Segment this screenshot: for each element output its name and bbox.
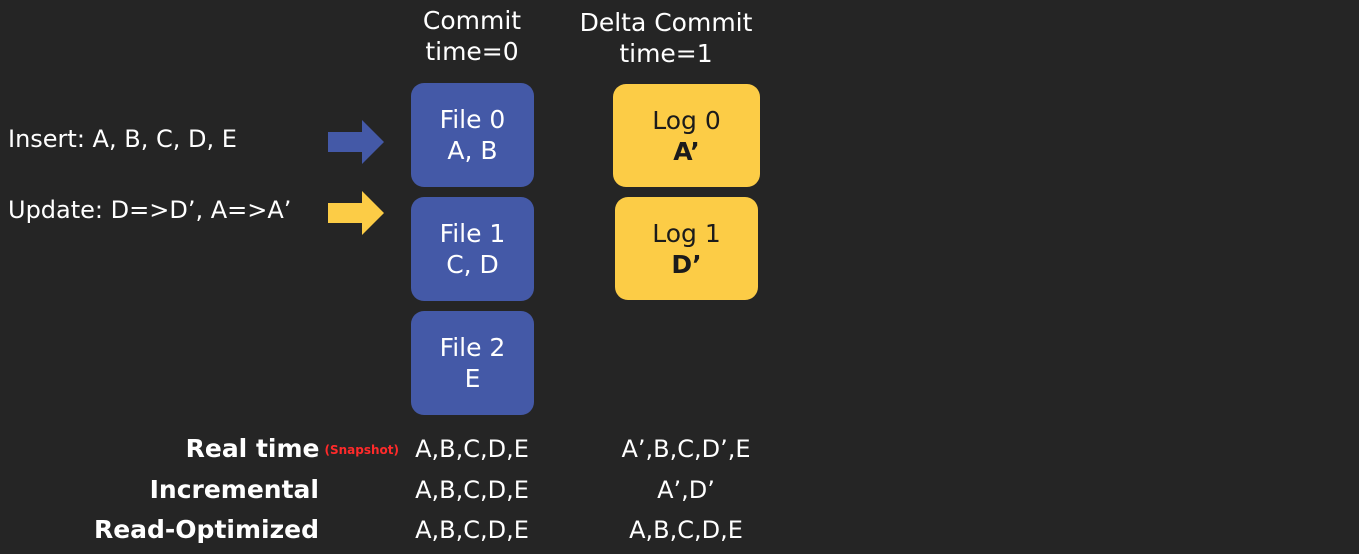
commit-header-line2: time=0: [425, 37, 519, 66]
read-optimized-delta-value: A,B,C,D,E: [629, 516, 743, 544]
insert-label: Insert: A, B, C, D, E: [8, 125, 237, 153]
log-0-content: A’: [673, 136, 700, 166]
insert-arrow-icon: [328, 120, 384, 164]
real-time-delta-value: A’,B,C,D’,E: [621, 435, 751, 463]
log-1-title: Log 1: [652, 218, 721, 248]
snapshot-note: (Snapshot): [324, 443, 399, 457]
delta-header-line2: time=1: [619, 39, 713, 68]
read-optimized-label: Read-Optimized: [93, 515, 319, 544]
log-0-box: Log 0 A’: [613, 84, 760, 187]
commit-header: Commit time=0: [392, 5, 552, 67]
file-1-title: File 1: [439, 219, 506, 248]
file-1-content: C, D: [446, 250, 499, 279]
update-label: Update: D=>D’, A=>A’: [8, 196, 292, 224]
file-0-content: A, B: [447, 136, 498, 165]
real-time-commit-value: A,B,C,D,E: [415, 435, 529, 463]
real-time-label: Real time (Snapshot): [186, 433, 399, 466]
file-0-title: File 0: [439, 105, 506, 134]
file-2-box: File 2 E: [411, 311, 534, 415]
incremental-label: Incremental: [149, 475, 319, 504]
delta-commit-header: Delta Commit time=1: [561, 7, 771, 69]
file-2-title: File 2: [439, 333, 506, 362]
file-1-box: File 1 C, D: [411, 197, 534, 301]
delta-header-line1: Delta Commit: [579, 8, 753, 37]
incremental-commit-value: A,B,C,D,E: [415, 476, 529, 504]
file-0-box: File 0 A, B: [411, 83, 534, 187]
log-1-box: Log 1 D’: [615, 197, 758, 300]
file-2-content: E: [464, 364, 481, 393]
update-arrow-icon: [328, 191, 384, 235]
log-1-content: D’: [671, 249, 702, 279]
commit-header-line1: Commit: [422, 6, 522, 35]
read-optimized-commit-value: A,B,C,D,E: [415, 516, 529, 544]
incremental-delta-value: A’,D’: [657, 476, 715, 504]
log-0-title: Log 0: [652, 105, 721, 135]
real-time-text: Real time: [185, 434, 320, 463]
